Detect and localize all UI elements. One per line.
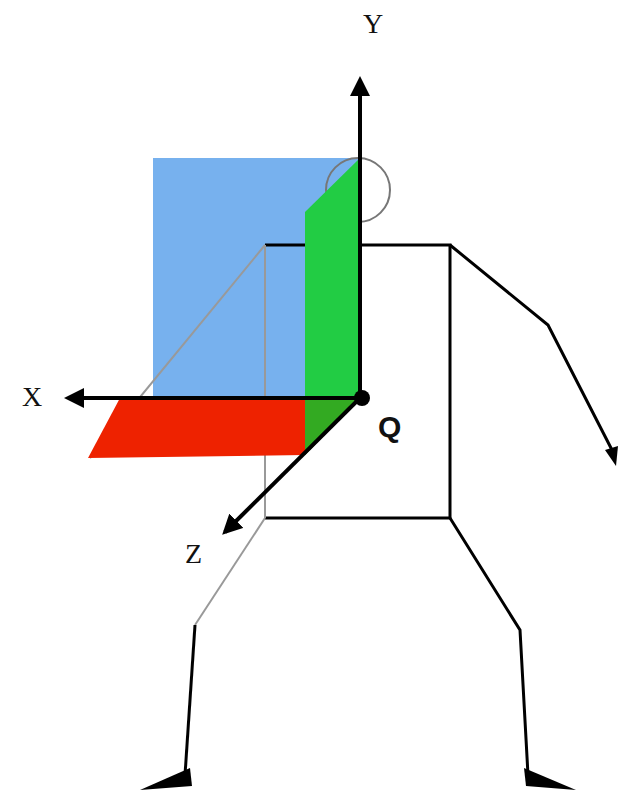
- y-axis: [358, 80, 362, 398]
- right-hand: [605, 446, 618, 466]
- x-axis: [68, 396, 360, 400]
- left-shin: [185, 625, 195, 775]
- right-foot: [524, 768, 576, 790]
- axis-label: Z: [185, 540, 202, 568]
- axis-label: X: [22, 383, 42, 411]
- left-thigh: [195, 518, 265, 625]
- axis-label: Q: [378, 412, 401, 442]
- yz-plane: [305, 158, 360, 455]
- origin-dot: [354, 390, 370, 406]
- right-leg: [450, 518, 528, 775]
- axis-label: Y: [363, 10, 383, 38]
- right-arm: [450, 245, 612, 450]
- z-axis: [225, 398, 360, 532]
- xz-plane: [88, 398, 360, 458]
- torso-edge: [264, 245, 266, 518]
- left-foot: [140, 768, 192, 790]
